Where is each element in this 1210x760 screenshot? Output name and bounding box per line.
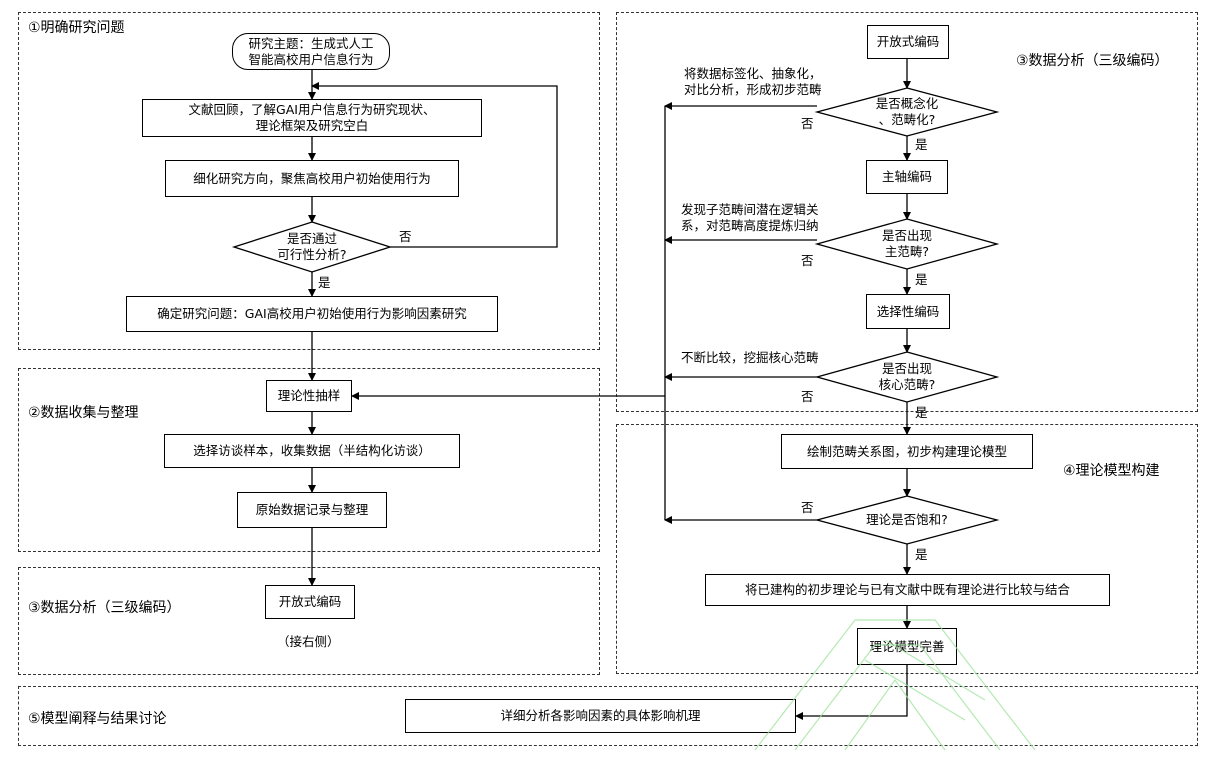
label-yes-feasible: 是 [318, 275, 331, 290]
node-axial-coding: 主轴编码 [866, 160, 948, 194]
note-axial-coding: 发现子范畴间潜在逻辑关 系，对范畴高度提炼归纳 [681, 202, 819, 233]
node-perfect-model: 理论模型完善 [857, 628, 957, 665]
node-explain-mechanism: 详细分析各影响因素的具体影响机理 [405, 699, 796, 733]
region-analysis-left [18, 567, 600, 675]
region-model-explanation [18, 686, 1198, 746]
node-compare-theory: 将已建构的初步理论与已有文献中既有理论进行比较与结合 [705, 574, 1110, 606]
label-no-saturated: 否 [801, 500, 814, 515]
region-title-model-building: ④理论模型构建 [1063, 463, 1160, 479]
diamond-core-category-text: 是否出现 核心范畴? [878, 361, 936, 392]
node-research-question: 确定研究问题：GAI高校用户初始使用行为影响因素研究 [126, 296, 498, 332]
region-define-question [18, 12, 600, 350]
node-literature-review: 文献回顾，了解GAI用户信息行为研究现状、 理论框架及研究空白 [142, 99, 482, 137]
label-no-feasible: 否 [399, 229, 412, 244]
region-title-data-collection: ②数据收集与整理 [28, 405, 139, 421]
label-yes-conceptualize: 是 [915, 137, 928, 152]
region-title-analysis-left: ③数据分析（三级编码） [28, 600, 181, 616]
label-no-core-category: 否 [801, 389, 814, 404]
node-theoretical-sampling: 理论性抽样 [266, 380, 352, 412]
node-open-coding-right: 开放式编码 [867, 25, 949, 59]
node-selective-coding: 选择性编码 [866, 294, 950, 329]
node-select-sample: 选择访谈样本，收集数据（半结构化访谈） [164, 434, 460, 468]
label-no-conceptualize: 否 [801, 116, 814, 131]
region-title-analysis-right: ③数据分析（三级编码） [1016, 53, 1169, 69]
node-research-topic: 研究主题：生成式人工 智能高校用户信息行为 [232, 33, 390, 70]
note-open-coding: 将数据标签化、抽象化， 对比分析，形成初步范畴 [684, 66, 822, 97]
region-title-define-question: ①明确研究问题 [28, 20, 125, 36]
region-title-model-explanation: ⑤模型阐释与结果讨论 [28, 711, 167, 727]
node-open-coding-left: 开放式编码 [265, 585, 355, 619]
note-selective-coding: 不断比较，挖掘核心范畴 [681, 350, 819, 365]
diamond-feasible-text: 是否通过 可行性分析? [277, 231, 347, 262]
watermark-logo [754, 619, 1036, 751]
label-no-main-category: 否 [801, 253, 814, 268]
diamond-main-category-text: 是否出现 主范畴? [881, 228, 932, 259]
label-yes-saturated: 是 [915, 547, 928, 562]
node-refine-direction: 细化研究方向，聚焦高校用户初始使用行为 [165, 160, 459, 197]
label-yes-main-category: 是 [915, 272, 928, 287]
region-data-collection [18, 368, 600, 552]
node-raw-data-record: 原始数据记录与整理 [237, 492, 387, 528]
label-yes-core-category: 是 [915, 405, 928, 420]
node-draw-model: 绘制范畴关系图，初步构建理论模型 [781, 434, 1033, 469]
diamond-conceptualize-text: 是否概念化 、范畴化? [875, 96, 939, 127]
label-continue-right: （接右侧） [277, 634, 340, 649]
diamond-saturated-text: 理论是否饱和? [866, 512, 948, 527]
